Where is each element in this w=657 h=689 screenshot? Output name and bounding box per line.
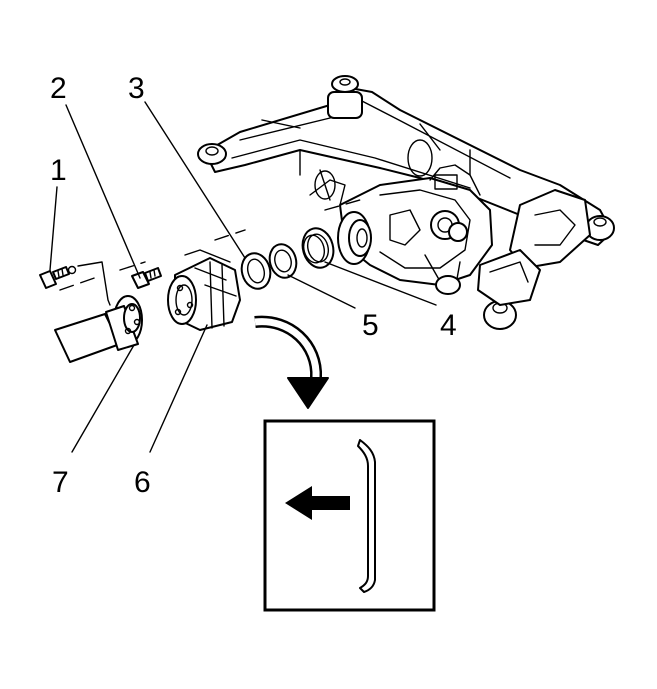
coupling-6: [167, 249, 241, 331]
propeller-shaft-7: [54, 295, 143, 363]
differential-housing: [309, 164, 493, 295]
callout-5: 5: [362, 309, 379, 342]
callout-1: 1: [50, 154, 67, 187]
callout-6: 6: [134, 466, 151, 499]
direction-arrow-left-icon: [285, 486, 350, 520]
bolt-1: [39, 261, 111, 306]
leader-lines: [49, 101, 437, 453]
seal-lip-detail-icon: [357, 439, 376, 593]
callout-labels: 1 2 3 4 5 6 7: [50, 72, 457, 499]
crossmember-frame: [197, 75, 615, 330]
washer-5: [268, 243, 298, 279]
seal-4: [301, 227, 335, 269]
assembly-center-line: [59, 199, 361, 291]
bolt-2: [131, 267, 162, 289]
callout-3: 3: [128, 72, 145, 105]
callout-7: 7: [52, 466, 69, 499]
callout-2: 2: [50, 72, 67, 105]
curved-pointer-arrow-icon: [254, 315, 329, 409]
detail-view-box: [263, 419, 436, 612]
spacer-ring-3: [240, 252, 272, 290]
callout-4: 4: [440, 309, 457, 342]
